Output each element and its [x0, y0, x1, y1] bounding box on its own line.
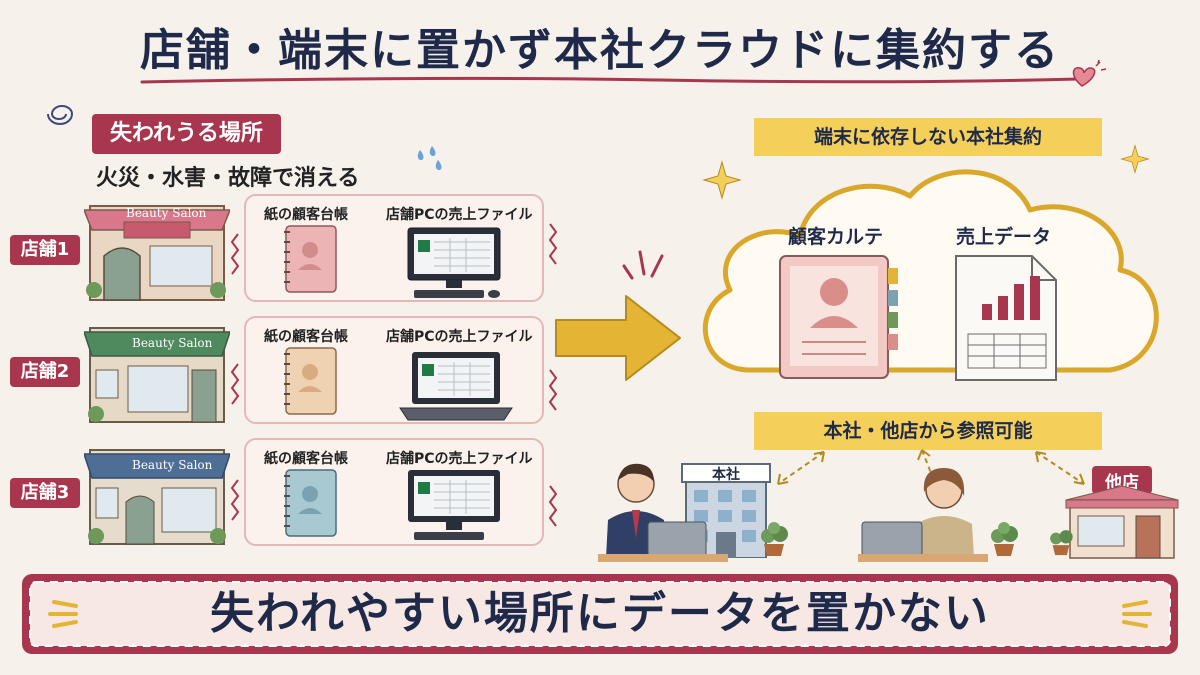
pc-sales-file-label: 店舗PCの売上ファイル — [386, 451, 533, 467]
heart-icon — [1072, 60, 1107, 87]
store-tag-3: 店舗3 — [10, 478, 80, 508]
access-banner: 本社・他店から参照可能 — [754, 412, 1102, 450]
customer-chart-label: 顧客カルテ — [788, 226, 884, 248]
risk-location-label: 失われうる場所 — [92, 114, 281, 154]
sales-data-label: 売上データ — [956, 226, 1052, 248]
plant-icon — [1050, 530, 1073, 556]
store-panel-3: 紙の顧客台帳 店舗PCの売上ファイル — [244, 438, 544, 546]
salon-sign-2: Beauty Salon — [132, 336, 213, 350]
paper-ledger-label: 紙の顧客台帳 — [264, 329, 348, 345]
customer-chart-icon — [779, 255, 898, 379]
crack-left-icon — [230, 479, 240, 521]
notebook-icon — [284, 225, 337, 293]
crack-right-icon — [548, 223, 558, 265]
dashed-arrow-icon — [777, 451, 825, 485]
salon-building-3 — [84, 449, 230, 545]
pc-sales-file-label: 店舗PCの売上ファイル — [386, 329, 533, 345]
sparkle-icon — [1120, 144, 1150, 174]
water-drop-icon — [417, 146, 442, 170]
paper-ledger-label: 紙の顧客台帳 — [264, 207, 348, 223]
paper-ledger-label: 紙の顧客台帳 — [264, 451, 348, 467]
notebook-icon — [284, 347, 337, 415]
hq-label: 本社 — [712, 467, 740, 483]
salon-building-1 — [84, 205, 230, 301]
branch-store — [1065, 485, 1179, 559]
dashed-arrow-icon — [1035, 451, 1085, 485]
store-tag-2: 店舗2 — [10, 357, 80, 387]
store-tag-1: 店舗1 — [10, 235, 80, 265]
footer-message: 失われやすい場所にデータを置かない — [210, 588, 990, 639]
store-panel-1: 紙の顧客台帳 店舗PCの売上ファイル — [244, 194, 544, 302]
sales-data-icon — [955, 255, 1057, 381]
plant-icon — [991, 522, 1018, 556]
footer-ribbon — [22, 574, 1178, 654]
branch-worker — [858, 468, 988, 562]
dizzy-icon — [47, 105, 74, 125]
burst-lines-icon — [622, 250, 664, 280]
title-underline — [140, 76, 1080, 84]
laptop-pc-icon — [399, 352, 513, 421]
desktop-pc-icon — [408, 470, 500, 540]
plant-icon — [761, 522, 788, 556]
pc-sales-file-label: 店舗PCの売上ファイル — [386, 207, 533, 223]
cloud-shape — [702, 169, 1159, 373]
arrow-right-icon — [555, 295, 681, 381]
salon-sign-1: Beauty Salon — [126, 206, 207, 220]
crack-left-icon — [230, 233, 240, 275]
sparkle-icon — [702, 160, 742, 200]
store-panel-2: 紙の顧客台帳 店舗PCの売上ファイル — [244, 316, 544, 424]
crack-left-icon — [230, 363, 240, 405]
salon-sign-3: Beauty Salon — [132, 458, 213, 472]
crack-right-icon — [548, 485, 558, 527]
page-title: 店舗・端末に置かず本社クラウドに集約する — [140, 25, 1060, 76]
notebook-icon — [284, 469, 337, 537]
cloud-top-banner: 端末に依存しない本社集約 — [754, 118, 1102, 156]
salon-building-2 — [84, 327, 230, 423]
crack-right-icon — [548, 369, 558, 411]
desktop-pc-icon — [407, 227, 501, 298]
risk-subtitle: 火災・水害・故障で消える — [96, 166, 360, 191]
hq-worker — [598, 463, 728, 562]
